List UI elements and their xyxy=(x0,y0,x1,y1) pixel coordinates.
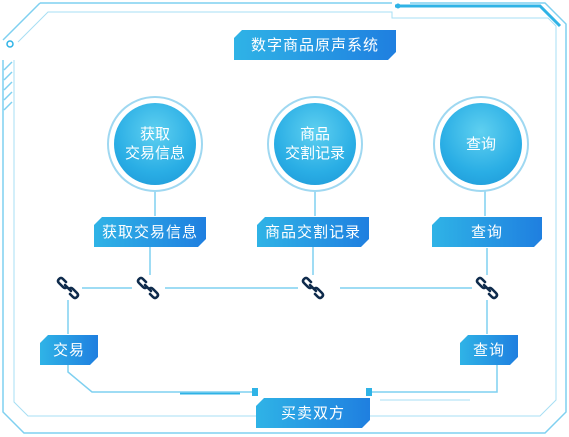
system-title: 数字商品原声系统 xyxy=(234,30,396,60)
node-circle-text: 获取 交易信息 xyxy=(114,103,196,185)
link-icon xyxy=(301,276,325,300)
party-label-query: 查询 xyxy=(460,335,518,365)
bottom-label-buyers-sellers: 买卖双方 xyxy=(256,398,370,428)
node-label-get-trade-info: 获取交易信息 xyxy=(94,217,206,247)
link-icon xyxy=(56,276,80,300)
node-label-delivery-record: 商品交割记录 xyxy=(257,217,369,247)
node-circle-text: 商品 交割记录 xyxy=(274,103,356,185)
node-circle-delivery-record: 商品 交割记录 xyxy=(267,96,363,192)
node-circle-query: 查询 xyxy=(433,96,529,192)
node-circle-text: 查询 xyxy=(440,103,522,185)
link-icon xyxy=(136,276,160,300)
node-circle-get-trade-info: 获取 交易信息 xyxy=(107,96,203,192)
party-label-trade: 交易 xyxy=(40,335,98,365)
link-icon xyxy=(475,276,499,300)
node-label-query: 查询 xyxy=(432,217,542,247)
